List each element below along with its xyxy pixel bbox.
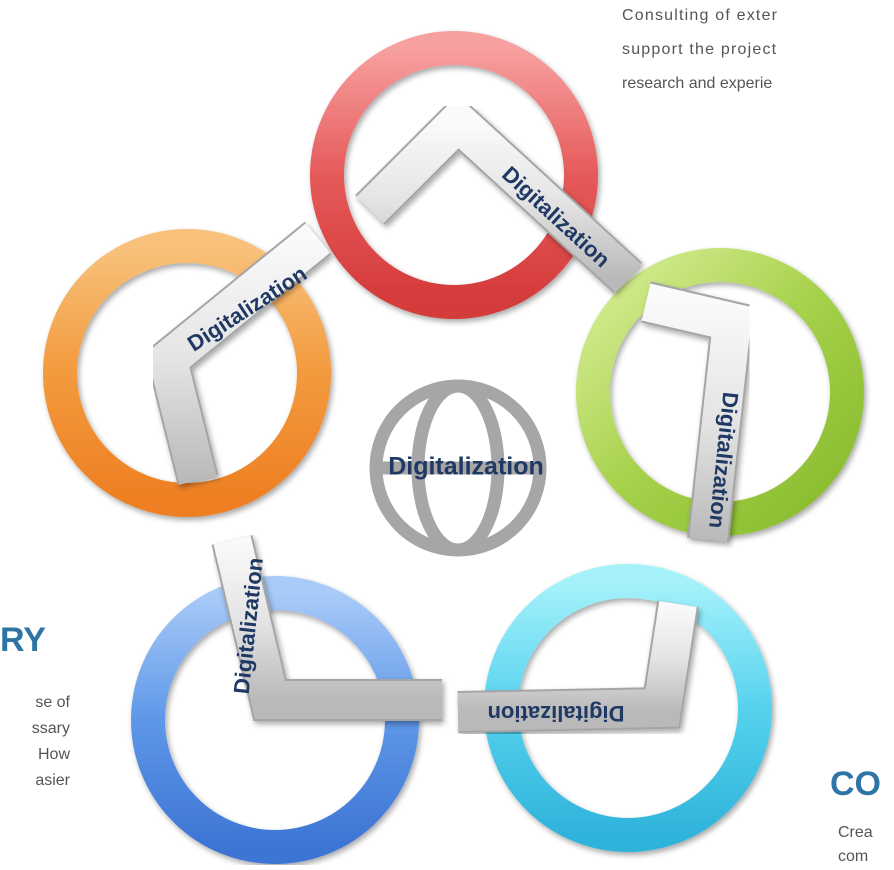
left-text-line-3: How [37,746,70,763]
left-text-line-4: asier [35,772,70,789]
connector-top [355,92,643,294]
center-label: Digitalization [388,453,544,481]
right-heading: CO [830,765,881,803]
text-top-right-line-3: research and experie [622,75,773,92]
left-text-line-1: se of [35,694,70,711]
connector-right [641,281,755,543]
left-text-line-2: ssary [31,720,70,737]
connector-bottom-right [457,600,699,733]
connector-label-bottom-right: Digitalization [488,701,625,726]
right-text-line-2: com [838,848,869,865]
text-top-right-line-2: support the project [622,41,778,58]
ring-top-red [310,31,598,319]
globe-icon [369,379,547,557]
ring-left-orange [43,229,331,517]
connector-bottom-left [211,535,442,721]
left-heading: RY [0,621,46,659]
text-top-right-line-1: Consulting of exter [622,7,779,24]
connector-left [144,221,332,486]
right-text-line-1: Crea [838,824,873,841]
